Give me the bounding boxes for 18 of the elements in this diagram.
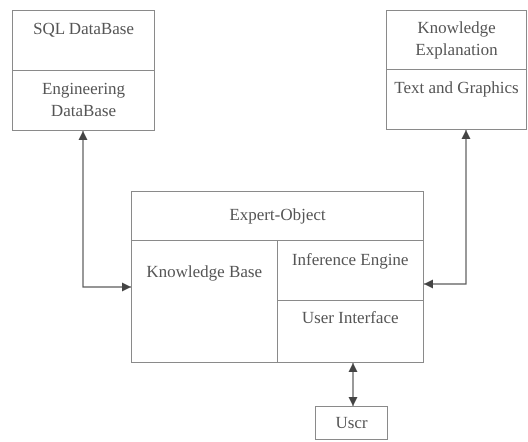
- box: [12, 70, 155, 131]
- box-label: Expert-Object: [228, 204, 327, 226]
- box-label: Knowledge Base: [145, 260, 264, 283]
- box: [12, 10, 155, 71]
- arrow: [78, 131, 131, 292]
- arrow: [424, 130, 470, 288]
- box: [386, 69, 527, 130]
- box-label: Engineering DataBase: [40, 78, 126, 122]
- arrow: [348, 363, 358, 406]
- box: [315, 406, 388, 440]
- box-label: Uscr: [334, 412, 369, 434]
- box: [131, 191, 424, 363]
- box-label: Text and Graphics: [393, 77, 520, 99]
- box: [386, 10, 527, 70]
- box-label: User Interface: [300, 306, 400, 329]
- box-label: Knowledge Explanation: [414, 17, 499, 61]
- box-label: Inference Engine: [290, 248, 410, 271]
- box-label: SQL DataBase: [32, 18, 135, 40]
